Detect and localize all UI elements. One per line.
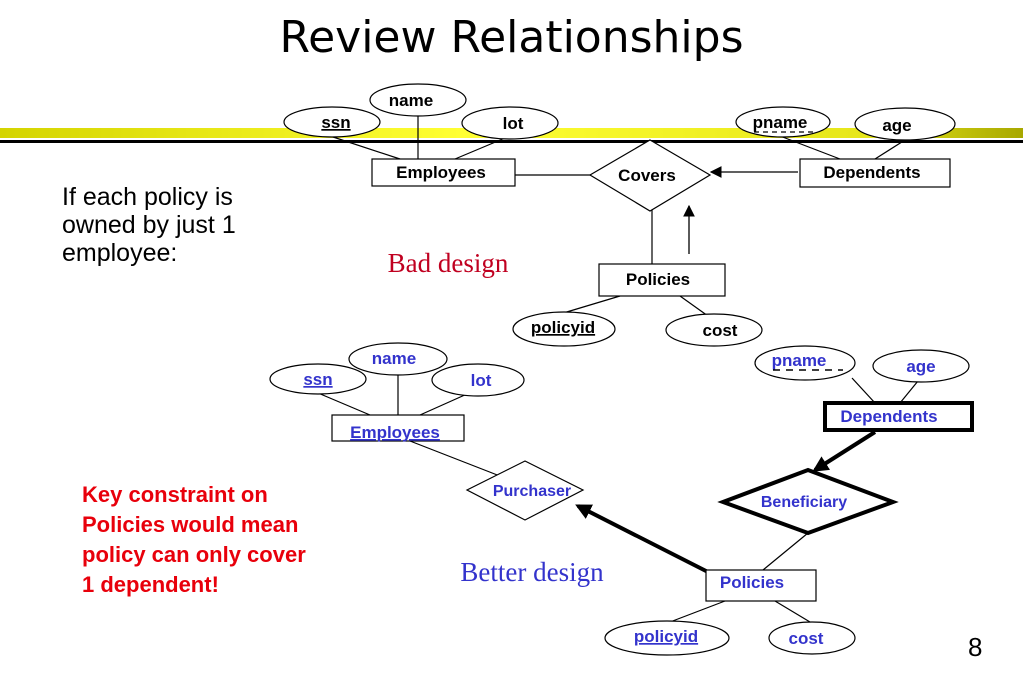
bottom-attr-policyid: policyid — [604, 620, 730, 656]
top-attr-policyid: policyid — [512, 311, 616, 347]
bad-design-caption: Bad design — [388, 248, 509, 278]
slide-title: Review Relationships — [279, 12, 744, 63]
bottom-attr-age-label: age — [906, 357, 935, 376]
bottom-entity-dependents: Dependents — [823, 401, 974, 432]
top-entity-dependents: Dependents — [799, 158, 951, 188]
bottom-relationship-purchaser: Purchaser — [465, 460, 585, 521]
policy-owner-note: If each policy is owned by just 1 employ… — [62, 183, 236, 267]
dependents-beneficiary-arrow — [812, 430, 877, 472]
bottom-attr-ssn: ssn — [269, 363, 367, 395]
bottom-attr-age: age — [872, 349, 970, 383]
bottom-attr-cost-label: cost — [789, 629, 824, 648]
top-diagram-lines — [329, 113, 906, 317]
top-attr-age: age — [854, 107, 956, 141]
top-attr-ssn: ssn — [283, 106, 381, 138]
bottom-relationship-beneficiary-label: Beneficiary — [761, 494, 847, 511]
bottom-attr-pname-label: pname — [772, 351, 827, 370]
bottom-attr-pname: pname — [754, 345, 856, 381]
bottom-entity-policies-label: Policies — [720, 573, 784, 592]
top-attr-cost-label: cost — [703, 321, 738, 340]
top-attr-name: name — [369, 83, 467, 117]
top-entity-policies-label: Policies — [626, 270, 690, 289]
top-entity-employees: Employees — [371, 158, 516, 187]
top-attr-lot-label: lot — [503, 114, 524, 133]
top-attr-name-label: name — [389, 91, 433, 110]
bottom-entity-policies: Policies — [705, 569, 817, 602]
policies-purchaser-arrow — [575, 504, 709, 574]
bottom-attr-lot: lot — [431, 363, 525, 397]
key-constraint-note: Key constraint on Policies would mean po… — [82, 482, 306, 597]
bottom-relationship-purchaser-label: Purchaser — [493, 483, 571, 500]
top-entity-dependents-label: Dependents — [823, 163, 920, 182]
page-number: 8 — [968, 632, 983, 662]
bottom-attr-name: name — [348, 342, 448, 376]
top-attr-ssn-label: ssn — [321, 113, 350, 132]
top-attr-age-label: age — [882, 116, 911, 135]
top-attr-policyid-label: policyid — [531, 318, 595, 337]
top-attr-cost: cost — [665, 313, 763, 347]
bottom-entity-employees-label: Employees — [350, 423, 440, 442]
better-design-caption: Better design — [460, 557, 604, 587]
bottom-entity-employees: Employees — [331, 414, 465, 442]
top-entity-employees-label: Employees — [396, 163, 486, 182]
bottom-attr-ssn-label: ssn — [303, 370, 332, 389]
bottom-entity-dependents-label: Dependents — [840, 407, 937, 426]
top-entity-policies: Policies — [598, 263, 726, 297]
top-attr-pname-label: pname — [753, 113, 808, 132]
top-relationship-covers-label: Covers — [618, 166, 676, 185]
bottom-attr-name-label: name — [372, 349, 416, 368]
bottom-diagram-lines — [317, 374, 919, 623]
top-attr-pname: pname — [735, 106, 831, 138]
top-attr-lot: lot — [461, 106, 559, 140]
bottom-relationship-beneficiary: Beneficiary — [717, 467, 899, 536]
bottom-attr-cost: cost — [768, 621, 856, 655]
bottom-attr-lot-label: lot — [471, 371, 492, 390]
bottom-attr-policyid-label: policyid — [634, 627, 698, 646]
top-relationship-covers: Covers — [588, 139, 712, 212]
